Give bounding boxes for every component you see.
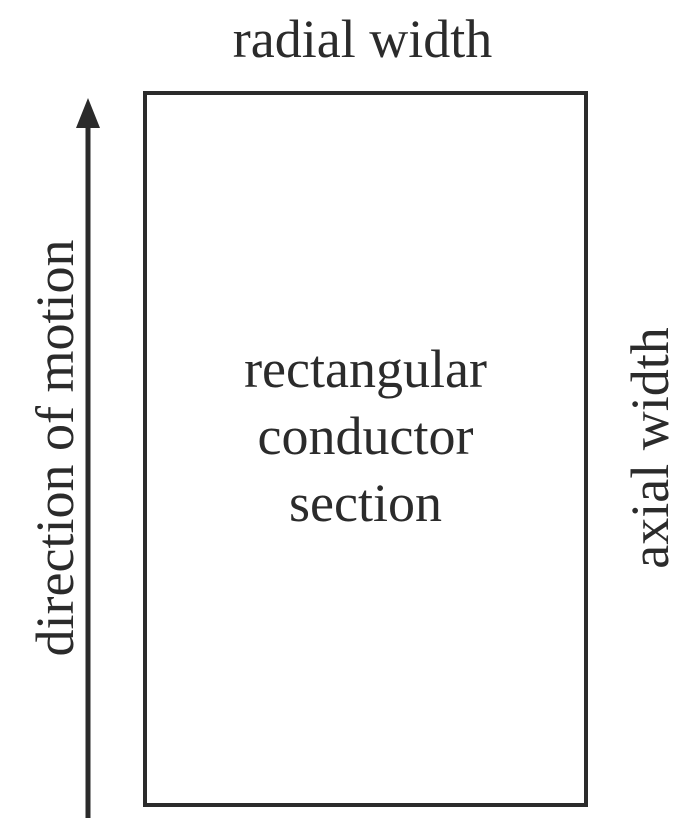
direction-arrow (76, 98, 100, 818)
center-label: rectangular conductor section (143, 336, 588, 537)
axial-width-label: axial width (620, 327, 680, 569)
arrow-up-icon (76, 98, 100, 128)
center-label-line-1: rectangular (244, 339, 487, 399)
center-label-line-2: conductor (257, 406, 474, 466)
direction-of-motion-label: direction of motion (25, 239, 85, 657)
radial-width-label: radial width (232, 9, 493, 69)
center-label-line-3: section (289, 473, 442, 533)
conductor-section-rectangle (143, 91, 588, 807)
